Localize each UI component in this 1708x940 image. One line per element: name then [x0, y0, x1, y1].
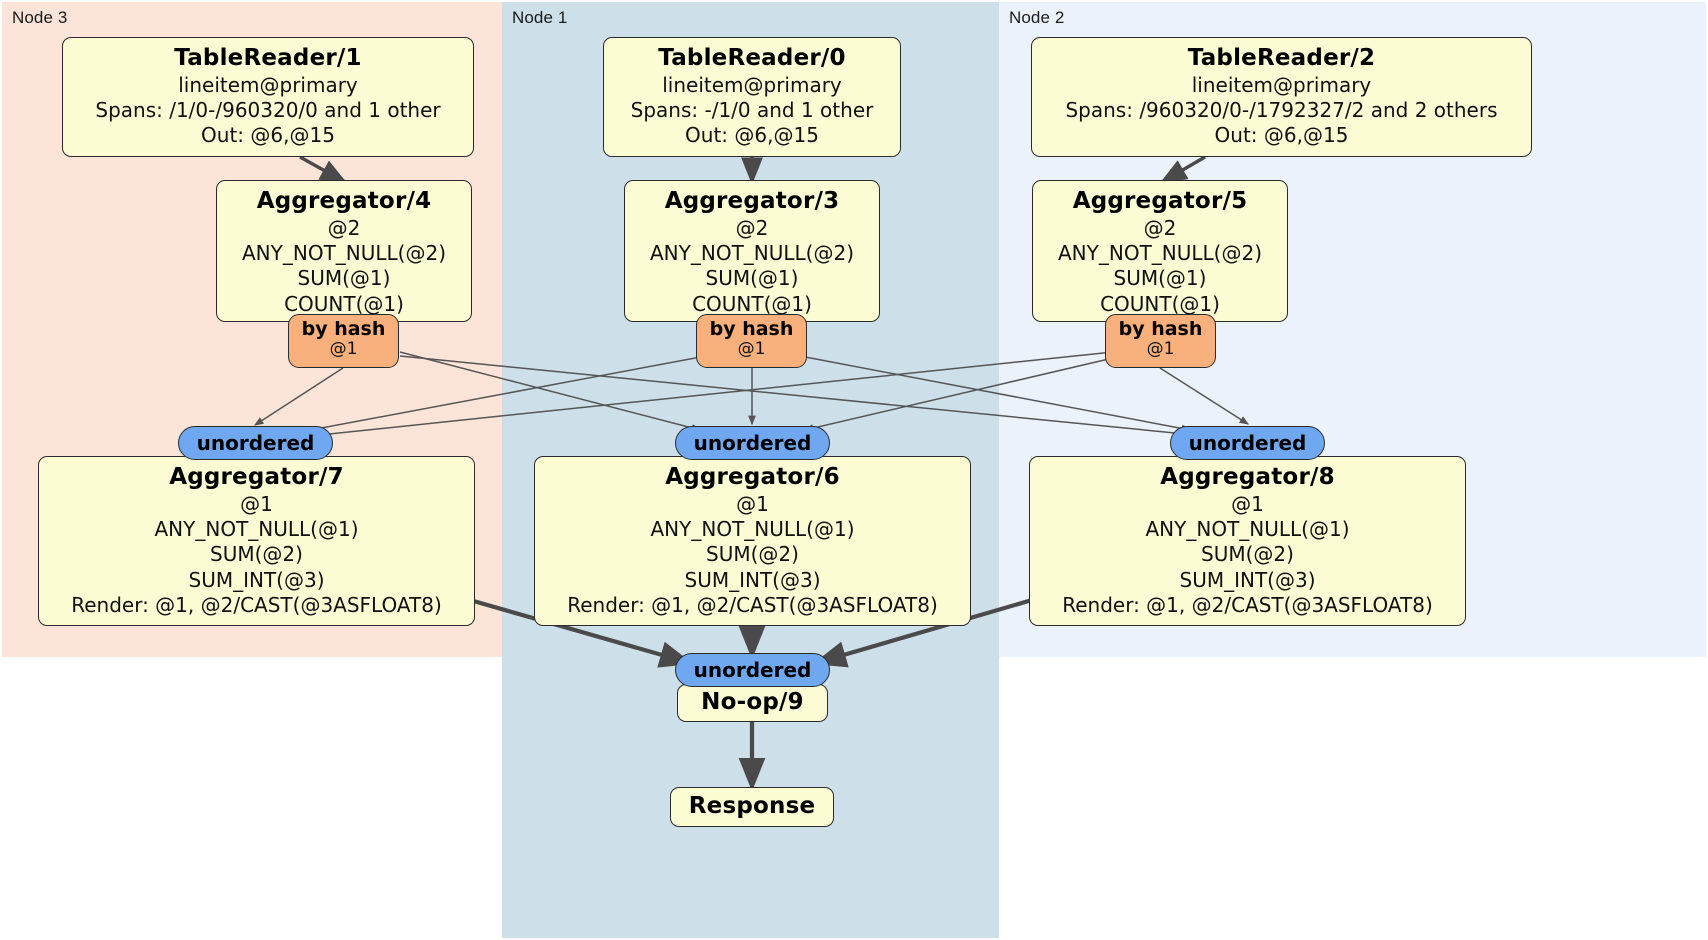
processor-title: Aggregator/3: [664, 188, 840, 214]
processor-line: SUM_INT(@3): [684, 567, 821, 592]
processor-line: ANY_NOT_NULL(@2): [1058, 241, 1262, 266]
sync-label: unordered: [693, 430, 812, 455]
processor-line: ANY_NOT_NULL(@1): [1145, 517, 1350, 542]
processor-line: @1: [1231, 491, 1264, 516]
sync-label: unordered: [196, 430, 315, 455]
node-label-node2: Node 2: [1009, 8, 1065, 27]
processor-line: lineitem@primary: [1191, 72, 1372, 97]
unordered-sync-badge-node2[interactable]: unordered: [1170, 426, 1325, 460]
processor-line: ANY_NOT_NULL(@1): [650, 517, 855, 542]
hash-router-badge-node1[interactable]: by hash @1: [696, 314, 807, 368]
processor-tablereader-0[interactable]: TableReader/0 lineitem@primary Spans: -/…: [603, 37, 901, 157]
processor-line: @2: [735, 215, 769, 240]
processor-response[interactable]: Response: [670, 787, 834, 827]
processor-line: Spans: /1/0-/960320/0 and 1 other: [95, 98, 441, 123]
processor-title: No-op/9: [701, 689, 804, 715]
processor-title: Aggregator/8: [1160, 464, 1335, 490]
hash-router-column: @1: [737, 339, 766, 360]
processor-render-line: Render: @1, @2/CAST(@3ASFLOAT8): [1062, 592, 1433, 617]
processor-noop-9[interactable]: No-op/9: [677, 684, 828, 722]
processor-title: TableReader/0: [658, 45, 846, 71]
node-label-node3: Node 3: [12, 8, 68, 27]
hash-router-column: @1: [1146, 339, 1175, 360]
processor-line: SUM(@1): [705, 266, 799, 291]
processor-line: @1: [240, 491, 273, 516]
processor-line: ANY_NOT_NULL(@2): [242, 241, 446, 266]
processor-line: ANY_NOT_NULL(@1): [154, 517, 359, 542]
processor-aggregator-5[interactable]: Aggregator/5 @2 ANY_NOT_NULL(@2) SUM(@1)…: [1032, 180, 1288, 322]
unordered-sync-badge-node3[interactable]: unordered: [178, 426, 333, 460]
sync-label: unordered: [693, 657, 812, 682]
processor-line: ANY_NOT_NULL(@2): [650, 241, 854, 266]
processor-line: COUNT(@1): [284, 291, 404, 316]
processor-aggregator-8[interactable]: Aggregator/8 @1 ANY_NOT_NULL(@1) SUM(@2)…: [1029, 456, 1466, 626]
processor-line: SUM(@1): [1113, 266, 1207, 291]
processor-aggregator-4[interactable]: Aggregator/4 @2 ANY_NOT_NULL(@2) SUM(@1)…: [216, 180, 472, 322]
processor-line: SUM_INT(@3): [188, 567, 325, 592]
processor-line: SUM(@2): [210, 542, 303, 567]
hash-router-badge-node3[interactable]: by hash @1: [288, 314, 399, 368]
processor-line: COUNT(@1): [1100, 291, 1220, 316]
processor-line: Out: @6,@15: [685, 123, 819, 148]
processor-title: Aggregator/7: [169, 464, 344, 490]
processor-line: SUM(@2): [706, 542, 799, 567]
processor-line: COUNT(@1): [692, 291, 812, 316]
processor-line: Spans: -/1/0 and 1 other: [630, 98, 874, 123]
processor-line: SUM(@1): [297, 266, 391, 291]
hash-router-column: @1: [329, 339, 358, 360]
processor-title: Response: [688, 793, 816, 819]
processor-title: TableReader/2: [1187, 45, 1376, 71]
processor-line: @1: [736, 491, 769, 516]
hash-router-label: by hash: [1118, 318, 1203, 340]
processor-title: Aggregator/4: [256, 188, 432, 214]
processor-title: Aggregator/6: [665, 464, 840, 490]
processor-line: lineitem@primary: [662, 72, 842, 97]
processor-line: @2: [327, 215, 361, 240]
processor-line: SUM_INT(@3): [1179, 567, 1316, 592]
processor-render-line: Render: @1, @2/CAST(@3ASFLOAT8): [71, 592, 442, 617]
processor-line: Out: @6,@15: [201, 123, 335, 148]
unordered-sync-badge-node1[interactable]: unordered: [675, 426, 830, 460]
processor-aggregator-6[interactable]: Aggregator/6 @1 ANY_NOT_NULL(@1) SUM(@2)…: [534, 456, 971, 626]
node-label-node1: Node 1: [512, 8, 568, 27]
processor-line: SUM(@2): [1201, 542, 1294, 567]
processor-line: Spans: /960320/0-/1792327/2 and 2 others: [1065, 98, 1498, 123]
processor-render-line: Render: @1, @2/CAST(@3ASFLOAT8): [567, 592, 938, 617]
hash-router-label: by hash: [709, 318, 794, 340]
hash-router-label: by hash: [301, 318, 386, 340]
hash-router-badge-node2[interactable]: by hash @1: [1105, 314, 1216, 368]
processor-line: Out: @6,@15: [1214, 123, 1349, 148]
processor-aggregator-7[interactable]: Aggregator/7 @1 ANY_NOT_NULL(@1) SUM(@2)…: [38, 456, 475, 626]
sync-label: unordered: [1188, 430, 1307, 455]
processor-aggregator-3[interactable]: Aggregator/3 @2 ANY_NOT_NULL(@2) SUM(@1)…: [624, 180, 880, 322]
processor-title: TableReader/1: [174, 45, 362, 71]
processor-tablereader-2[interactable]: TableReader/2 lineitem@primary Spans: /9…: [1031, 37, 1532, 157]
processor-line: lineitem@primary: [178, 72, 358, 97]
processor-title: Aggregator/5: [1072, 188, 1248, 214]
unordered-sync-badge-final[interactable]: unordered: [675, 653, 830, 687]
processor-line: @2: [1143, 215, 1177, 240]
processor-tablereader-1[interactable]: TableReader/1 lineitem@primary Spans: /1…: [62, 37, 474, 157]
